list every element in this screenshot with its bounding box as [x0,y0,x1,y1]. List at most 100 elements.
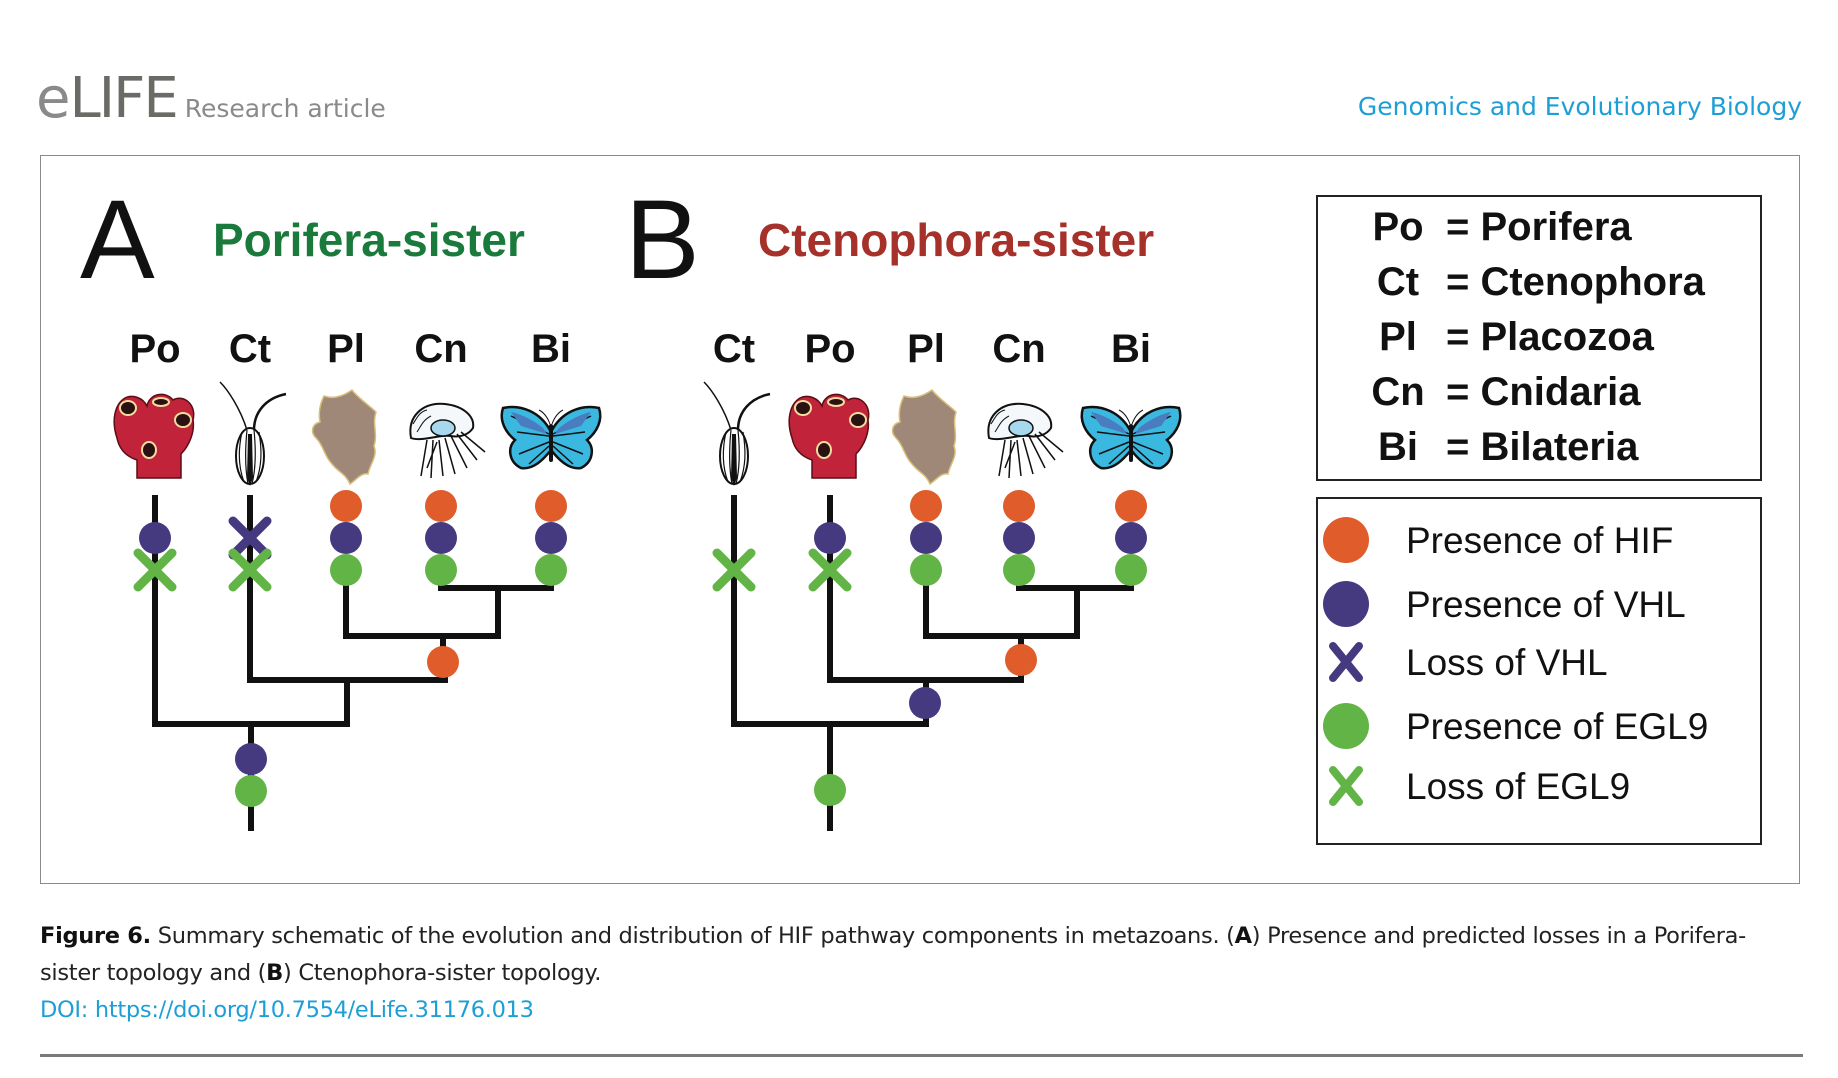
vhl-presence-marker [814,522,846,554]
doi-link[interactable]: DOI: https://doi.org/10.7554/eLife.31176… [40,997,534,1023]
vhl-presence-marker [535,522,567,554]
abbreviation-key-box [1316,195,1762,481]
egl9-loss-marker [808,548,852,592]
key-name: = Cnidaria [1446,370,1641,414]
butterfly-icon [1080,405,1182,470]
taxon-label: Cn [992,327,1045,371]
butterfly-icon [500,405,602,470]
node-root [235,743,267,807]
legend-label: Loss of EGL9 [1406,766,1630,807]
hif-presence-marker [330,490,362,522]
taxon-bi: Bi [1080,327,1182,586]
taxon-label: Bi [1111,327,1151,371]
vhl-presence-marker [139,522,171,554]
egl9-presence-marker [814,774,846,806]
egl9-presence-marker [535,554,567,586]
placozoan-icon [311,389,377,485]
bottom-rule [40,1054,1803,1057]
egl9-presence-marker [1115,554,1147,586]
key-abbr: Cn [1371,370,1424,414]
taxon-label: Po [804,327,855,371]
figure-caption: Figure 6. Summary schematic of the evolu… [40,918,1800,1029]
legend-item: Loss of EGL9 [1329,766,1630,807]
caption-label: Figure 6. [40,923,151,949]
vhl-circle-icon [1323,581,1369,627]
hif-presence-marker [910,490,942,522]
vhl-presence-marker [1115,522,1147,554]
legend-label: Presence of VHL [1406,584,1686,625]
caption-a: A [1234,923,1252,949]
caption-b: B [266,960,283,986]
taxon-label: Cn [414,327,467,371]
egl9-circle-icon [1323,703,1369,749]
egl9-loss-marker [228,548,272,592]
vhl-cross-icon [1329,642,1363,682]
key-abbr: Po [1372,205,1423,249]
hif-presence-marker [1003,490,1035,522]
taxon-ct: Ct [702,327,772,592]
hif-presence-marker [427,646,459,678]
egl9-loss-marker [712,548,756,592]
node-pl-cn-bi [427,646,459,678]
taxon-po: Po [113,327,195,592]
hif-presence-marker [1115,490,1147,522]
egl9-loss-marker [133,548,177,592]
node-po-pl-cn-bi [909,687,941,719]
placozoan-icon [891,389,957,485]
taxon-label: Ct [713,327,755,371]
taxon-label: Po [129,327,180,371]
key-name: = Bilateria [1446,425,1639,469]
node-root [814,774,846,806]
node-pl-cn-bi [1005,644,1037,676]
legend-item: Loss of VHL [1329,642,1608,683]
logo-e: e [36,66,70,131]
egl9-cross-icon [1329,766,1363,806]
hif-circle-icon [1323,517,1369,563]
panel-letter: B [625,177,700,302]
taxon-pl: Pl [311,327,377,586]
egl9-presence-marker [425,554,457,586]
key-abbr: Ct [1377,260,1419,304]
vhl-presence-marker [235,743,267,775]
vhl-presence-marker [910,522,942,554]
taxon-ct: Ct [218,327,288,592]
legend-label: Presence of EGL9 [1406,706,1708,747]
jellyfish-icon [409,402,486,479]
panel-title: Porifera-sister [213,214,525,266]
hif-presence-marker [1005,644,1037,676]
taxon-label: Pl [907,327,945,371]
caption-text-2: ) Presence and predicted losses in a Por… [40,923,1746,986]
comb-jelly-icon [702,380,772,488]
vhl-presence-marker [330,522,362,554]
comb-jelly-icon [218,380,288,488]
article-type: Research article [184,94,386,123]
taxon-pl: Pl [891,327,957,586]
legend-item: Presence of VHL [1323,581,1686,627]
vhl-presence-marker [1003,522,1035,554]
legend-item: Presence of EGL9 [1323,703,1708,749]
taxon-bi: Bi [500,327,602,586]
key-abbr: Bi [1378,425,1418,469]
logo-life: LIFE [69,66,178,131]
key-name: = Ctenophora [1446,260,1706,304]
caption-text-1: Summary schematic of the evolution and d… [150,923,1235,949]
vhl-presence-marker [425,522,457,554]
egl9-presence-marker [1003,554,1035,586]
caption-text-3: ) Ctenophora-sister topology. [283,960,602,986]
egl9-presence-marker [235,775,267,807]
sponge-icon [788,393,870,479]
key-abbr: Pl [1379,315,1417,359]
vhl-presence-marker [909,687,941,719]
egl9-presence-marker [910,554,942,586]
hif-presence-marker [425,490,457,522]
hif-presence-marker [535,490,567,522]
subject-link[interactable]: Genomics and Evolutionary Biology [1357,92,1802,121]
legend-box [1316,497,1762,845]
legend-label: Presence of HIF [1406,520,1673,561]
legend-item: Presence of HIF [1323,517,1673,563]
